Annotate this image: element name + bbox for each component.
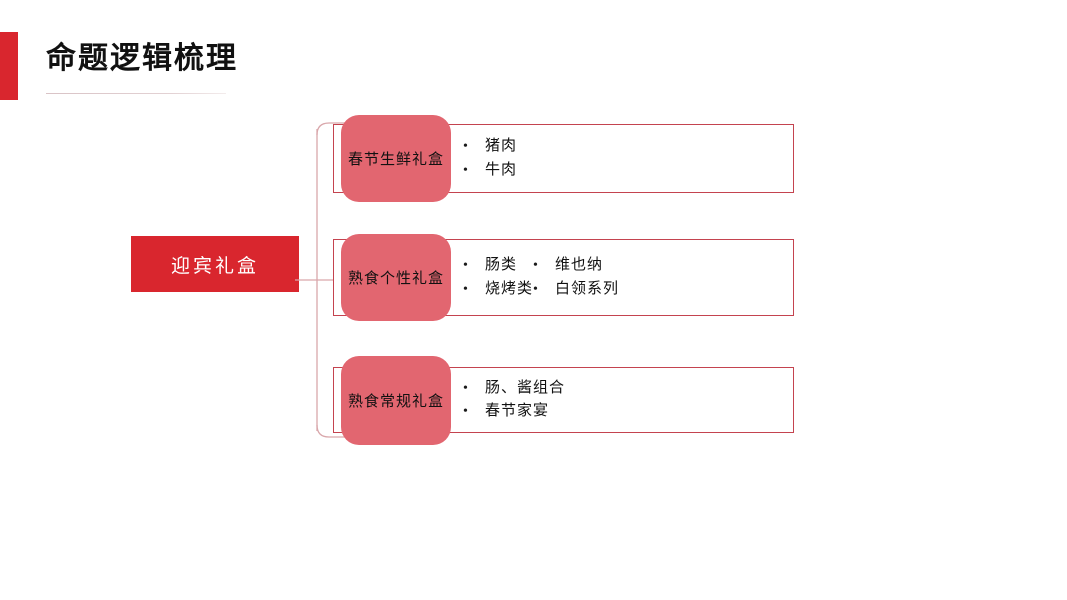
bullet-dot-icon: • — [463, 281, 468, 297]
bullet-text: 春节家宴 — [485, 403, 550, 419]
branch-chip-label: 熟食个性礼盒 — [347, 271, 444, 287]
bullet-dot-icon: • — [463, 139, 468, 155]
branch-chip-label: 熟食常规礼盒 — [347, 394, 444, 410]
bullet-dot-icon: • — [533, 281, 538, 297]
list-item: • 春节家宴 — [463, 400, 565, 423]
list-item: • 肠、酱组合 — [463, 377, 565, 400]
branch-chip-cooked-personalized[interactable]: 熟食个性礼盒 — [341, 234, 451, 321]
bullet-column: • 肠类 • 烧烤类 — [463, 254, 533, 301]
bullet-column: • 猪肉 • 牛肉 — [463, 135, 517, 182]
bullet-text: 肠、酱组合 — [485, 379, 566, 396]
header-accent-bar — [0, 32, 18, 100]
bullet-text: 白领系列 — [555, 280, 620, 297]
branch-chip-label: 春节生鲜礼盒 — [347, 152, 444, 168]
branch-chip-fresh-newyear[interactable]: 春节生鲜礼盒 — [341, 115, 451, 202]
root-node-label: 迎宾礼盒 — [170, 255, 259, 277]
bullet-text: 烧烤类 — [485, 280, 534, 297]
bullet-text: 猪肉 — [485, 138, 518, 155]
branch-chip-cooked-regular[interactable]: 熟食常规礼盒 — [341, 356, 451, 445]
list-item: • 牛肉 — [463, 159, 517, 182]
list-item: • 白领系列 — [533, 278, 619, 301]
title-underline-divider — [46, 93, 226, 94]
bullet-text: 牛肉 — [485, 161, 518, 178]
page-title: 命题逻辑梳理 — [46, 42, 238, 75]
bullet-text: 维也纳 — [555, 257, 604, 274]
list-item: • 肠类 — [463, 254, 533, 277]
bullet-dot-icon: • — [533, 258, 538, 274]
bullet-column: • 维也纳 • 白领系列 — [533, 254, 619, 301]
bullet-dot-icon: • — [463, 162, 468, 178]
list-item: • 维也纳 — [533, 254, 619, 277]
list-item: • 烧烤类 — [463, 278, 533, 301]
bullet-dot-icon: • — [463, 380, 468, 396]
list-item: • 猪肉 — [463, 135, 517, 158]
bullet-dot-icon: • — [463, 404, 468, 419]
bullet-column: • 肠、酱组合 • 春节家宴 — [463, 377, 565, 424]
root-node-welcome-giftbox[interactable]: 迎宾礼盒 — [131, 236, 299, 292]
bullet-dot-icon: • — [463, 258, 468, 274]
bullet-text: 肠类 — [485, 257, 518, 274]
